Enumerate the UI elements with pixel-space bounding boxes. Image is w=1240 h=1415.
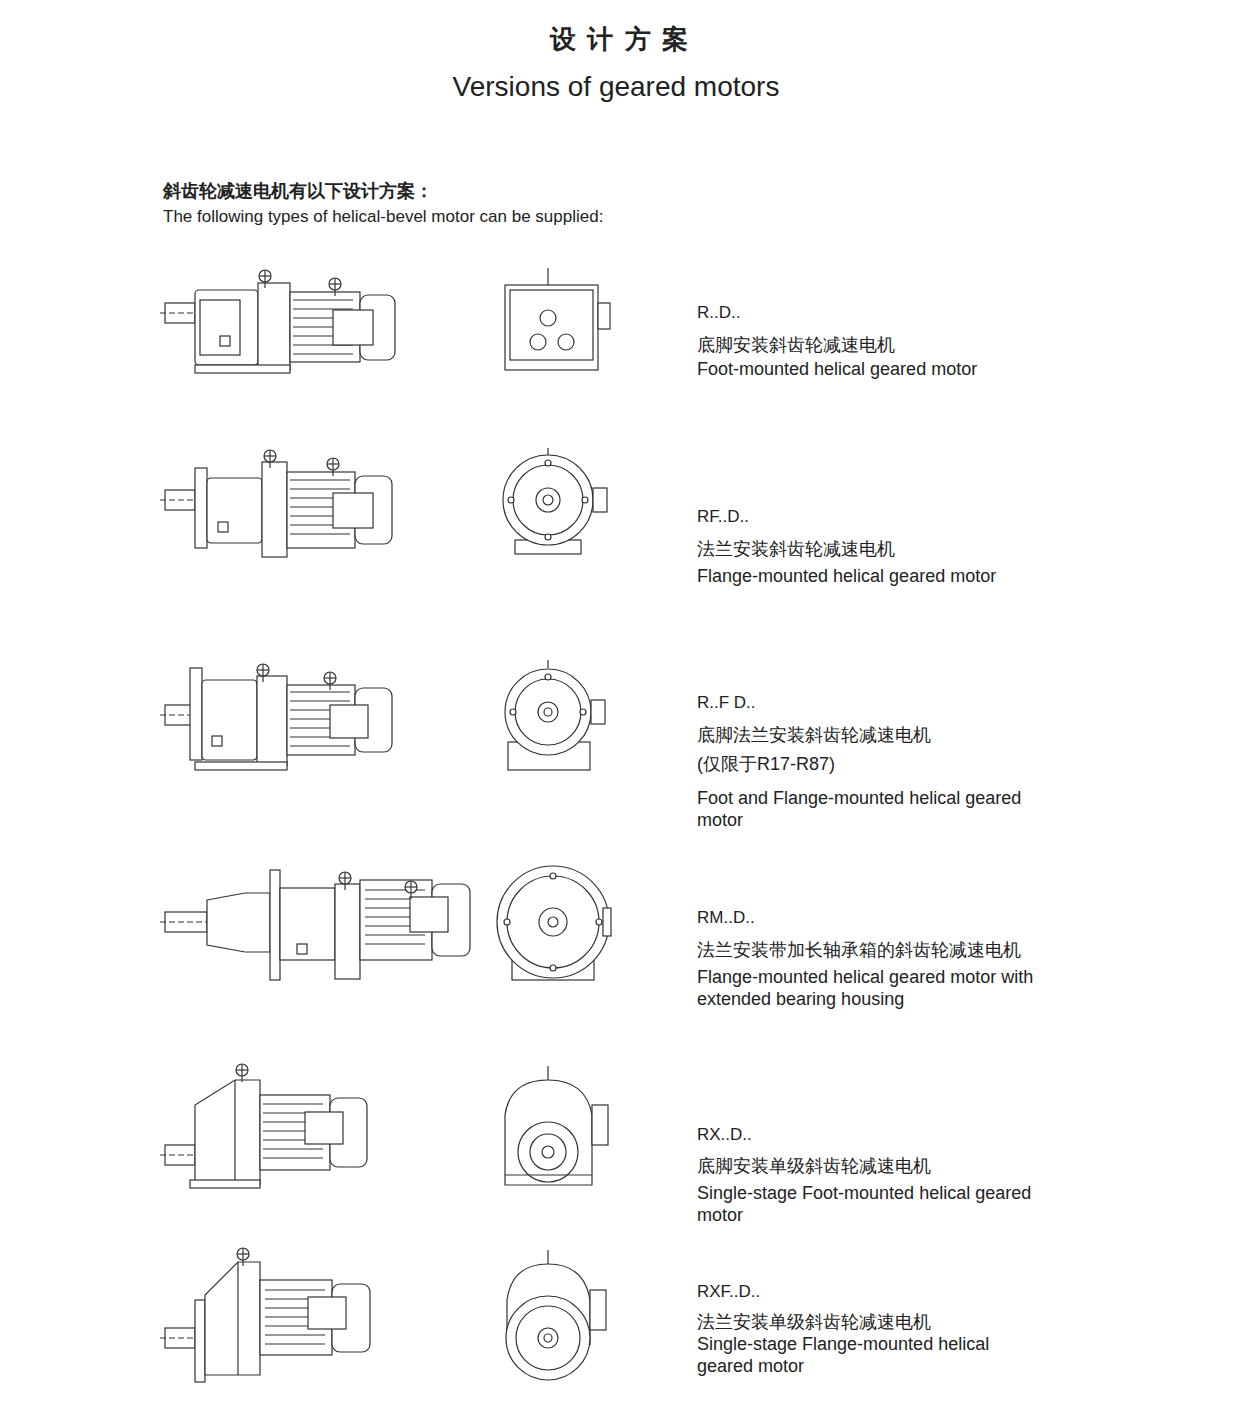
english-description-block: Flange-mounted helical geared motor with… bbox=[697, 966, 1102, 1010]
rfd-side-view bbox=[160, 664, 392, 770]
chinese-description-block: 法兰安装斜齿轮减速电机 bbox=[697, 538, 1117, 560]
english-description: Flange-mounted helical geared motor bbox=[697, 566, 996, 586]
page-title: 设 计 方 案 bbox=[550, 24, 690, 54]
english-description-block: Foot and Flange-mounted helical geared m… bbox=[697, 787, 1067, 831]
intro-heading: 斜齿轮减速电机有以下设计方案： bbox=[163, 181, 433, 201]
chinese-description: 底脚法兰安装斜齿轮减速电机 bbox=[697, 725, 931, 745]
english-description-block: Single-stage Foot-mounted helical geared… bbox=[697, 1182, 1032, 1226]
model-code-block: R..F D.. bbox=[697, 692, 1117, 714]
model-code: RF..D.. bbox=[697, 507, 749, 526]
rxf-end-view bbox=[506, 1250, 606, 1380]
english-description: Flange-mounted helical geared motor with… bbox=[697, 967, 1033, 1009]
model-code-block: RX..D.. bbox=[697, 1124, 1117, 1146]
chinese-description: 法兰安装斜齿轮减速电机 bbox=[697, 539, 895, 559]
english-description: Single-stage Flange-mounted helical gear… bbox=[697, 1334, 989, 1376]
intro-heading-block: 斜齿轮减速电机有以下设计方案： bbox=[163, 180, 863, 202]
model-code: RM..D.. bbox=[697, 908, 755, 927]
size-note: (仅限于R17-R87) bbox=[697, 754, 835, 774]
r-side-view bbox=[160, 270, 395, 373]
rf-side-view bbox=[160, 450, 392, 557]
english-description: Foot and Flange-mounted helical geared m… bbox=[697, 788, 1021, 830]
model-code-block: RM..D.. bbox=[697, 907, 1117, 929]
chinese-description: 法兰安装单级斜齿轮减速电机 bbox=[697, 1312, 931, 1332]
chinese-description-block: 底脚安装单级斜齿轮减速电机 bbox=[697, 1155, 1117, 1177]
chinese-description-block: 底脚法兰安装斜齿轮减速电机 bbox=[697, 724, 1117, 746]
intro-text: The following types of helical-bevel mot… bbox=[163, 207, 603, 226]
english-description-block: Single-stage Flange-mounted helical gear… bbox=[697, 1333, 1047, 1377]
rf-end-view bbox=[503, 448, 607, 554]
rx-end-view bbox=[505, 1066, 608, 1185]
model-code-block: R..D.. bbox=[697, 302, 1117, 324]
english-title: Versions of geared motors bbox=[453, 71, 780, 102]
rfd-end-view bbox=[505, 660, 605, 770]
page-title-block: 设 计 方 案 bbox=[0, 28, 1240, 50]
english-title-block: Versions of geared motors bbox=[0, 76, 1232, 98]
model-code: RXF..D.. bbox=[697, 1282, 760, 1301]
chinese-description: 底脚安装斜齿轮减速电机 bbox=[697, 335, 895, 355]
chinese-description: 法兰安装带加长轴承箱的斜齿轮减速电机 bbox=[697, 940, 1021, 960]
rm-end-view bbox=[497, 866, 611, 980]
rm-side-view bbox=[160, 870, 470, 980]
chinese-description: 底脚安装单级斜齿轮减速电机 bbox=[697, 1156, 931, 1176]
model-code: R..F D.. bbox=[697, 693, 756, 712]
intro-text-block: The following types of helical-bevel mot… bbox=[163, 206, 863, 228]
chinese-description-block: 法兰安装带加长轴承箱的斜齿轮减速电机 bbox=[697, 939, 1127, 961]
chinese-description-block: 底脚安装斜齿轮减速电机 bbox=[697, 334, 1117, 356]
rx-side-view bbox=[160, 1064, 367, 1188]
english-description: Single-stage Foot-mounted helical geared… bbox=[697, 1183, 1031, 1225]
model-code-block: RXF..D.. bbox=[697, 1281, 1117, 1303]
chinese-description-block: 法兰安装单级斜齿轮减速电机 bbox=[697, 1311, 1117, 1333]
english-description-block: Flange-mounted helical geared motor bbox=[697, 565, 1117, 587]
english-description: Foot-mounted helical geared motor bbox=[697, 359, 977, 379]
model-code: RX..D.. bbox=[697, 1125, 752, 1144]
english-description-block: Foot-mounted helical geared motor bbox=[697, 358, 1117, 380]
size-note-block: (仅限于R17-R87) bbox=[697, 753, 1117, 775]
model-code: R..D.. bbox=[697, 303, 740, 322]
r-end-view bbox=[505, 268, 610, 370]
model-code-block: RF..D.. bbox=[697, 506, 1117, 528]
rxf-side-view bbox=[160, 1248, 370, 1382]
